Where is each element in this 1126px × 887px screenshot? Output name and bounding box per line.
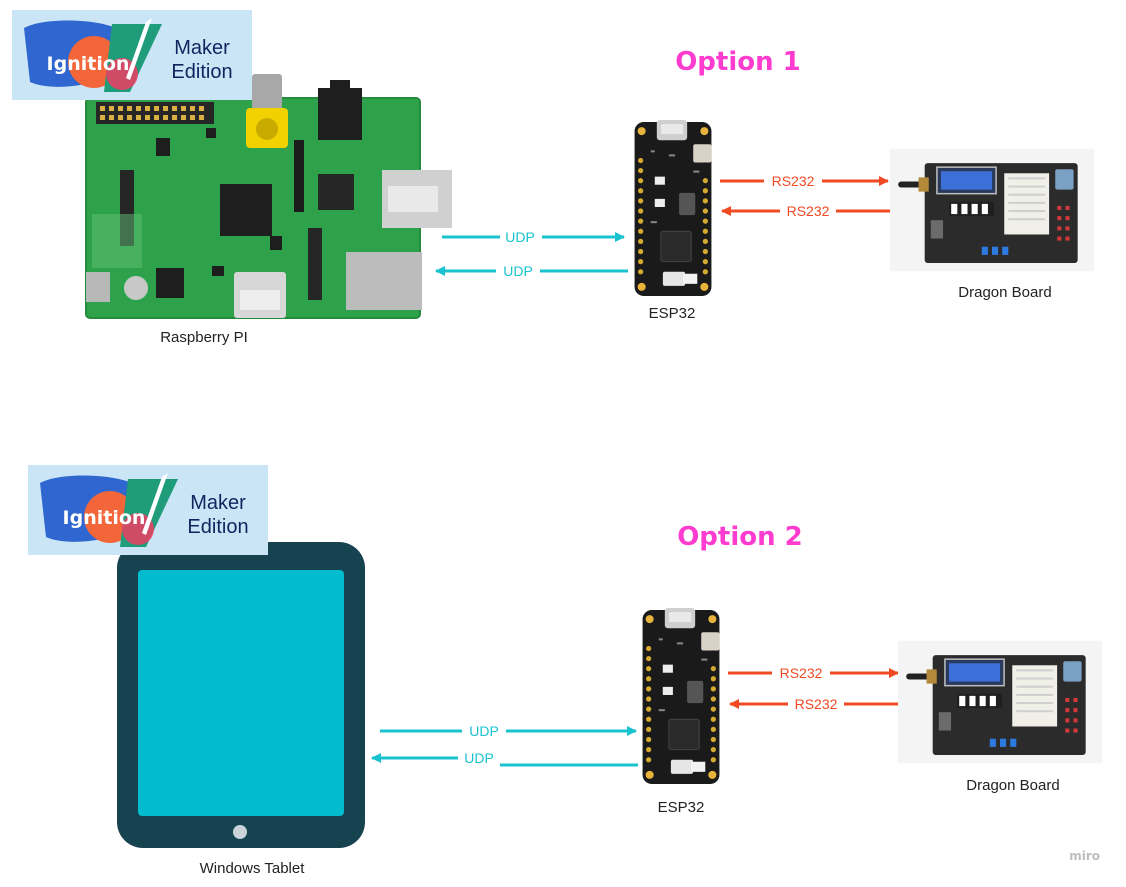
option-1-title: Option 1 xyxy=(675,47,801,77)
option-2-group: Option 2 Windows Tablet Ignition Maker E… xyxy=(28,465,1102,877)
tablet-home-button xyxy=(233,825,247,839)
udp-in-label-1: UDP xyxy=(503,263,533,279)
dragon-board-label-2: Dragon Board xyxy=(966,777,1059,794)
option-1-group: Option 1 xyxy=(12,10,1094,346)
udp-in-label-2: UDP xyxy=(464,750,494,766)
miro-watermark: miro xyxy=(1069,849,1100,863)
logo-line2-1: Edition xyxy=(171,61,232,83)
udp-out-label-2: UDP xyxy=(469,723,499,739)
rs-out-label-1: RS232 xyxy=(772,173,815,189)
esp32-label-1: ESP32 xyxy=(649,305,696,322)
raspberry-pi-label: Raspberry PI xyxy=(160,329,248,346)
rs232-link-2: RS232 RS232 xyxy=(728,665,899,712)
ignition-logo-1: Ignition Maker Edition xyxy=(12,10,252,100)
esp32-label-2: ESP32 xyxy=(658,799,705,816)
logo-word-1: Ignition xyxy=(47,53,130,75)
windows-tablet xyxy=(117,542,365,848)
logo-line1-1: Maker xyxy=(174,37,230,59)
dragon-board-2 xyxy=(898,640,1102,764)
rs-in-label-1: RS232 xyxy=(787,203,830,219)
rs232-link-1: RS232 RS232 xyxy=(720,173,890,219)
rs-in-label-2: RS232 xyxy=(795,696,838,712)
dragon-board-1 xyxy=(890,148,1094,272)
udp-link-1: UDP UDP xyxy=(435,229,628,279)
esp32-board-1 xyxy=(634,120,712,297)
udp-link-2: UDP UDP xyxy=(371,723,638,767)
esp32-board-2 xyxy=(642,608,720,785)
raspberry-pi-board xyxy=(85,74,452,319)
logo-line2-2: Edition xyxy=(187,516,248,538)
dragon-board-label-1: Dragon Board xyxy=(958,284,1051,301)
logo-line1-2: Maker xyxy=(190,492,246,514)
option-2-title: Option 2 xyxy=(677,522,803,552)
logo-word-2: Ignition xyxy=(63,507,146,529)
windows-tablet-label: Windows Tablet xyxy=(200,860,306,877)
udp-out-label-1: UDP xyxy=(505,229,535,245)
rs-out-label-2: RS232 xyxy=(780,665,823,681)
ignition-logo-2: Ignition Maker Edition xyxy=(28,465,268,555)
